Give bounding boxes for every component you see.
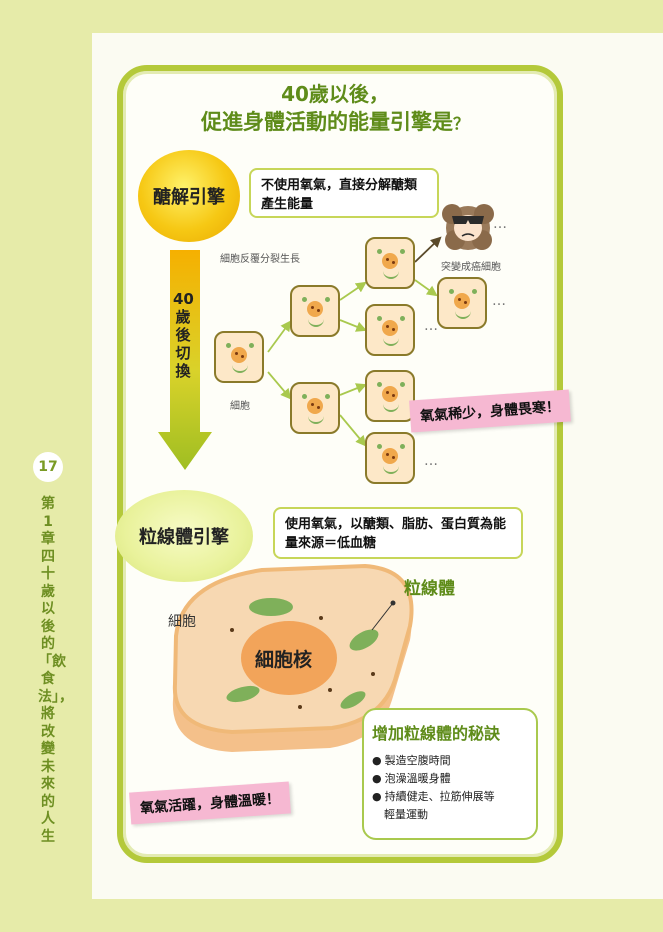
cell-icon [290,382,340,434]
cell-division-label: 細胞反覆分裂生長 [220,254,300,265]
cell-icon [290,285,340,337]
ellipsis-dots: … … … … [424,216,507,469]
cancer-arrow [414,236,442,263]
title-question-mark: ？ [452,114,469,133]
secret-item: 製造空腹時間 [372,752,528,770]
secret-box: 增加粒線體的秘訣 製造空腹時間 泡澡溫暖身體 持續健走、拉筋伸展等 輕量運動 [362,708,538,840]
glycolysis-note: 不使用氧氣，直接分解醣類產生能量 [249,168,439,218]
secret-item: 持續健走、拉筋伸展等 [372,788,528,806]
division-arrows [267,279,438,447]
nucleus-label: 細胞核 [255,649,313,671]
title-text: 促進身體活動的能量引擎是 [200,110,453,134]
secret-list: 製造空腹時間 泡澡溫暖身體 持續健走、拉筋伸展等 輕量運動 [372,752,528,824]
cell-icon [365,304,415,356]
cell-icon [365,432,415,484]
cell-icon [214,331,264,383]
page-number: 17 [33,452,63,482]
cancer-cell-illustration [442,204,494,250]
big-cell-illustration [172,563,414,752]
chapter-side-text: 第1章 四十歲以後的「飲食法」，將改變未來的人生 [38,496,73,845]
mitochondria-engine: 粒線體引擎 [115,490,253,582]
secret-item: 泡澡溫暖身體 [372,770,528,788]
mitochondria-note: 使用氧氣，以醣類、脂肪、蛋白質為能量來源＝低血糖 [273,507,523,559]
secret-item-continued: 輕量運動 [384,808,428,821]
big-cell-label: 細胞 [168,614,196,630]
cell-label: 細胞 [230,401,250,412]
switch-text: 40歲後切換 [173,290,194,380]
svg-text:…: … [424,453,438,469]
title-line-2: 促進身體活動的能量引擎是？ [150,106,520,136]
svg-text:…: … [493,216,507,232]
glycolysis-engine: 醣解引擎 [138,150,240,242]
svg-text:…: … [492,293,506,309]
switch-arrow [158,250,212,470]
cell-icon [365,370,415,422]
svg-text:…: … [424,318,438,334]
cell-icon [437,277,487,329]
cancer-label: 突變成癌細胞 [441,262,501,273]
cell-icon [365,237,415,289]
title-line-1: 40歲以後， [281,82,389,106]
secret-title: 增加粒線體的秘訣 [372,724,501,743]
mitochondria-label: 粒線體 [404,579,455,599]
